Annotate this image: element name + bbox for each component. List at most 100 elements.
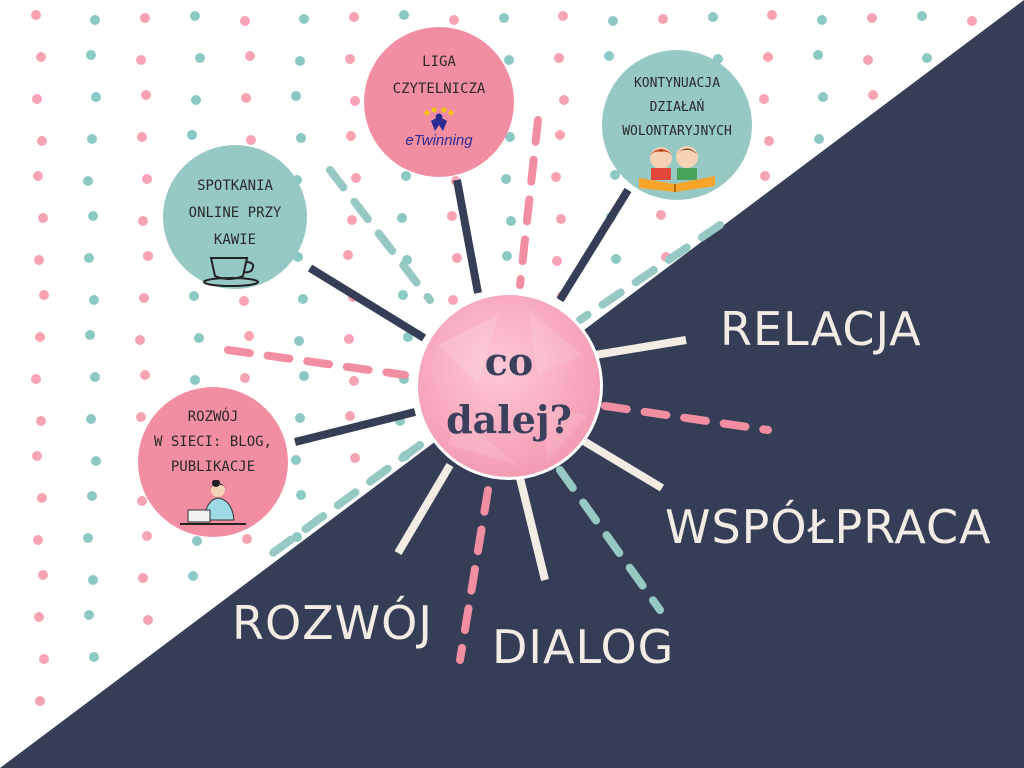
confetti-dot [33, 171, 43, 181]
confetti-dot [764, 136, 774, 146]
confetti-dot [499, 13, 509, 23]
confetti-dot [608, 16, 618, 26]
confetti-dot [90, 372, 100, 382]
confetti-dot [397, 213, 407, 223]
confetti-dot [38, 570, 48, 580]
confetti-dot [34, 255, 44, 265]
hub-label: co dalej? [446, 339, 572, 442]
woman-at-laptop-icon [180, 480, 246, 525]
confetti-dot [137, 132, 147, 142]
confetti-dot [85, 330, 95, 340]
confetti-dot [192, 536, 202, 546]
solid-rays [294, 179, 687, 581]
coffee-cup-icon [203, 257, 259, 287]
confetti-dot [452, 253, 462, 263]
confetti-dot [767, 10, 777, 20]
hub-facet-pattern [438, 310, 588, 465]
confetti-dot [142, 531, 152, 541]
etwinning-logo-icon: eTwinning [405, 107, 473, 149]
bubble-liga-label: LIGA CZYTELNICZA [392, 54, 486, 97]
confetti-dot [194, 333, 204, 343]
confetti-dot [506, 216, 516, 226]
confetti-dot [401, 171, 411, 181]
children-reading-book-icon [639, 146, 715, 192]
confetti-dot [188, 571, 198, 581]
confetti-dot [294, 336, 304, 346]
confetti-dot [760, 171, 770, 181]
confetti-dot [351, 173, 361, 183]
confetti-dot [863, 55, 873, 65]
confetti-dot [551, 172, 561, 182]
confetti-dot [195, 53, 205, 63]
confetti-dot [37, 136, 47, 146]
dashed-rays [224, 116, 772, 664]
confetti-dot [296, 490, 306, 500]
confetti-dot [403, 332, 413, 342]
confetti-dot [140, 370, 150, 380]
confetti-dot [814, 134, 824, 144]
confetti-dot [141, 90, 151, 100]
confetti-dot [138, 216, 148, 226]
confetti-dot [345, 54, 355, 64]
confetti-dot [136, 412, 146, 422]
confetti-dot [31, 374, 41, 384]
confetti-dot [136, 55, 146, 65]
confetti-dot [658, 14, 668, 24]
confetti-dot [190, 375, 200, 385]
confetti-dot [39, 290, 49, 300]
confetti-dot [88, 211, 98, 221]
confetti-dot [349, 376, 359, 386]
confetti-dot [86, 50, 96, 60]
confetti-dot [295, 56, 305, 66]
confetti-dot [299, 14, 309, 24]
confetti-dot [447, 211, 457, 221]
confetti-dot [708, 12, 718, 22]
confetti-dot [759, 94, 769, 104]
confetti-dot [346, 131, 356, 141]
confetti-dot [448, 295, 458, 305]
confetti-dot [86, 414, 96, 424]
confetti-dot [502, 251, 512, 261]
confetti-dot [89, 295, 99, 305]
confetti-dot [398, 290, 408, 300]
bubble-kontynuacja-dzialan: KONTYNUACJA DZIAŁAŃ WOLONTARYJNYCH [602, 50, 752, 200]
confetti-dot [291, 455, 301, 465]
confetti-dot [37, 493, 47, 503]
confetti-dot [867, 13, 877, 23]
confetti-dot [139, 293, 149, 303]
confetti-dot [138, 573, 148, 583]
confetti-dot [813, 50, 823, 60]
keyword-rozwoj: ROZWÓJ [232, 596, 433, 650]
confetti-dot [299, 371, 309, 381]
confetti-dot [88, 575, 98, 585]
confetti-dot [350, 453, 360, 463]
confetti-dot [83, 176, 93, 186]
confetti-dot [89, 652, 99, 662]
confetti-dot [189, 291, 199, 301]
keyword-relacja: RELACJA [720, 302, 922, 356]
confetti-dot [817, 15, 827, 25]
confetti-dot [191, 95, 201, 105]
confetti-dot [345, 411, 355, 421]
confetti-dot [504, 55, 514, 65]
confetti-dot [39, 654, 49, 664]
confetti-dot [344, 334, 354, 344]
confetti-dot [33, 535, 43, 545]
confetti-dot [36, 416, 46, 426]
confetti-dot [142, 174, 152, 184]
confetti-dot [90, 15, 100, 25]
confetti-dot [505, 132, 515, 142]
confetti-dot [656, 210, 666, 220]
confetti-dot [244, 331, 254, 341]
confetti-dot [35, 332, 45, 342]
confetti-dot [34, 612, 44, 622]
confetti-dot [246, 135, 256, 145]
confetti-dot [295, 413, 305, 423]
keyword-dialog: DIALOG [492, 620, 675, 674]
bubble-liga-czytelnicza: LIGA CZYTELNICZA eTwinning [364, 27, 514, 177]
confetti-dot [137, 496, 147, 506]
confetti-dot [350, 96, 360, 106]
confetti-dot [91, 456, 101, 466]
confetti-dot [135, 335, 145, 345]
